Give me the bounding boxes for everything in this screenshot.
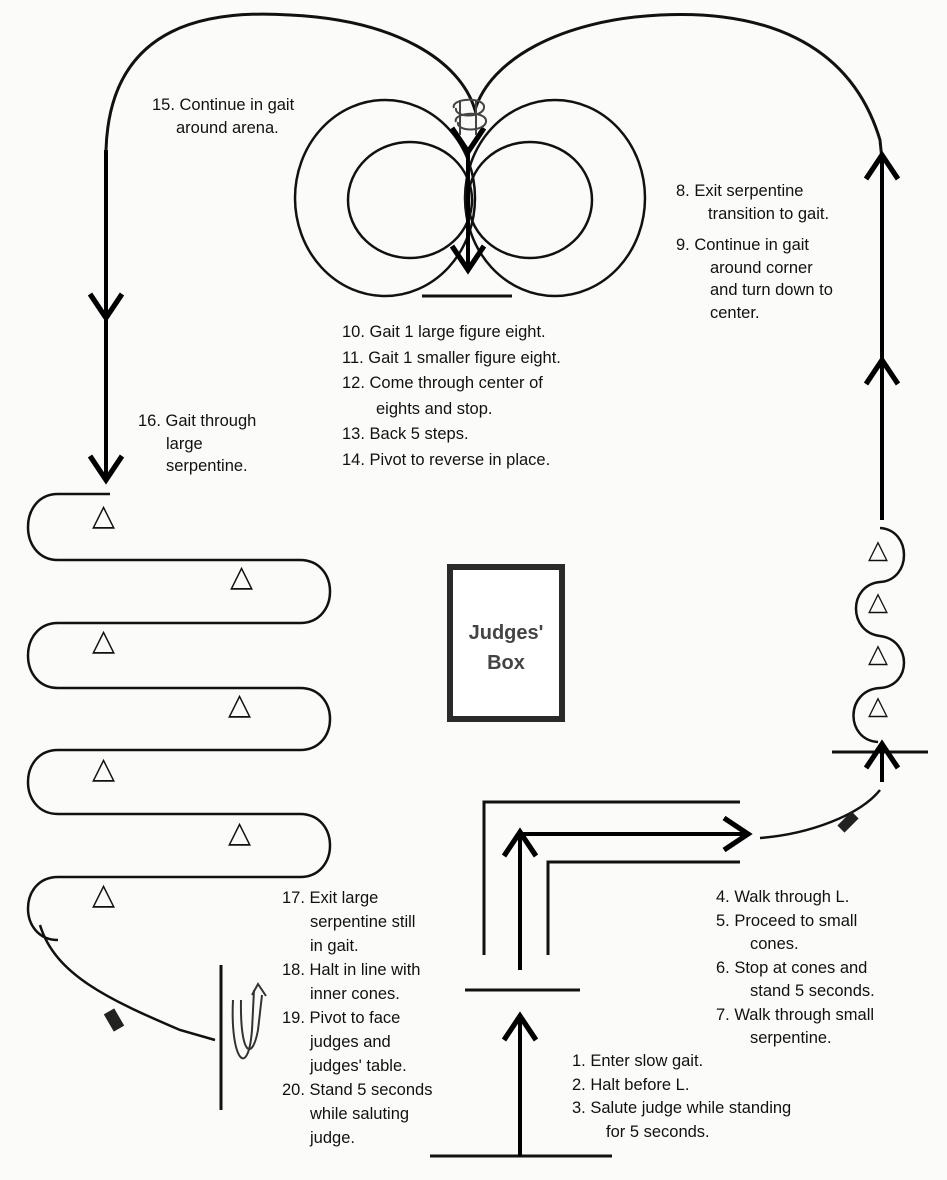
cone-icon: △: [92, 878, 116, 911]
note-line: serpentine still: [310, 913, 416, 931]
note-line: judge.: [310, 1129, 355, 1147]
note-line: serpentine.: [166, 457, 248, 475]
cone-icon: △: [92, 499, 116, 532]
cone-icon: △: [228, 688, 252, 721]
note-line: judges and: [310, 1033, 391, 1051]
note-line: 4. Walk through L.: [716, 888, 850, 906]
judges-box-line1: Judges': [468, 622, 544, 644]
note-line: 6. Stop at cones and: [716, 958, 868, 977]
cone-icon: △: [868, 638, 888, 668]
note-line: around arena.: [176, 118, 279, 137]
large-eight-right: [463, 98, 647, 298]
note-line: eights and stop.: [376, 399, 493, 418]
note-line: 5. Proceed to small: [716, 911, 858, 930]
note-line: 8. Exit serpentine: [676, 182, 804, 200]
note-line: in gait.: [310, 937, 359, 955]
note-line: 2. Halt before L.: [572, 1075, 690, 1094]
cone-icon: △: [868, 586, 888, 616]
note-line: transition to gait.: [708, 204, 830, 223]
note-line: 7. Walk through small: [716, 1005, 875, 1024]
note-line: 18. Halt in line with: [282, 961, 421, 979]
note-line: 16. Gait through: [138, 412, 257, 430]
note-line: 14. Pivot to reverse in place.: [342, 450, 551, 469]
large-serpentine: [26, 492, 332, 942]
cone-icon: △: [92, 624, 116, 657]
cone-icon: △: [230, 560, 254, 593]
note-line: large: [166, 434, 203, 453]
small-serpentine: [852, 526, 906, 744]
note-line: 20. Stand 5 seconds: [282, 1081, 433, 1099]
note-line: cones.: [750, 935, 799, 953]
note-step-9: 9. Continue in gait around corner and tu…: [676, 234, 833, 324]
note-line: serpentine.: [750, 1029, 832, 1047]
l-corridor-inner: [546, 860, 740, 955]
l-corridor-outer: [482, 800, 740, 955]
path-to-small-cones: [759, 789, 881, 840]
note-line: judges' table.: [310, 1057, 407, 1075]
pivot-u-turn-icon: [231, 982, 267, 1060]
judges-box: Judges' Box: [447, 564, 565, 722]
note-steps-17-20: 17. Exit large serpentine still in gait.…: [282, 886, 432, 1150]
cone-icon: △: [228, 816, 252, 849]
note-line: 11. Gait 1 smaller figure eight.: [342, 348, 561, 367]
note-line: 12. Come through center of: [342, 374, 543, 392]
judges-box-line2: Box: [487, 652, 525, 674]
small-eight-right: [466, 140, 594, 260]
note-line: around corner: [710, 258, 813, 277]
note-line: center.: [710, 303, 760, 322]
note-line: 19. Pivot to face: [282, 1009, 401, 1027]
note-line: 1. Enter slow gait.: [572, 1052, 704, 1070]
note-line: 17. Exit large: [282, 889, 379, 907]
note-line: 13. Back 5 steps.: [342, 425, 469, 443]
note-line: 10. Gait 1 large figure eight.: [342, 323, 546, 341]
note-line: 15. Continue in gait: [152, 96, 295, 114]
note-line: 3. Salute judge while standing: [572, 1099, 792, 1117]
exit-serpentine-path: [38, 924, 216, 1042]
path-gate-marker: [837, 811, 859, 833]
note-step-8: 8. Exit serpentine transition to gait.: [676, 180, 829, 225]
note-line: while saluting: [310, 1105, 410, 1123]
large-eight-left: [293, 98, 477, 298]
small-eight-left: [346, 140, 474, 260]
note-line: 9. Continue in gait: [676, 236, 810, 254]
note-step-15: 15. Continue in gait around arena.: [152, 94, 294, 139]
note-line: stand 5 seconds.: [750, 982, 875, 1000]
note-steps-1-3: 1. Enter slow gait. 2. Halt before L. 3.…: [572, 1050, 791, 1144]
note-steps-10-14: 10. Gait 1 large figure eight. 11. Gait …: [342, 320, 561, 473]
note-steps-4-7: 4. Walk through L. 5. Proceed to small c…: [716, 886, 875, 1051]
note-step-16: 16. Gait through large serpentine.: [138, 410, 256, 478]
cone-icon: △: [868, 690, 888, 720]
spin-reverse-icon: [452, 98, 487, 135]
exit-gate-marker: [103, 1008, 125, 1032]
cone-icon: △: [868, 534, 888, 564]
note-line: and turn down to: [710, 281, 833, 299]
note-line: inner cones.: [310, 985, 400, 1003]
judges-box-label: Judges' Box: [453, 618, 559, 678]
note-line: for 5 seconds.: [606, 1122, 710, 1141]
cone-icon: △: [92, 752, 116, 785]
